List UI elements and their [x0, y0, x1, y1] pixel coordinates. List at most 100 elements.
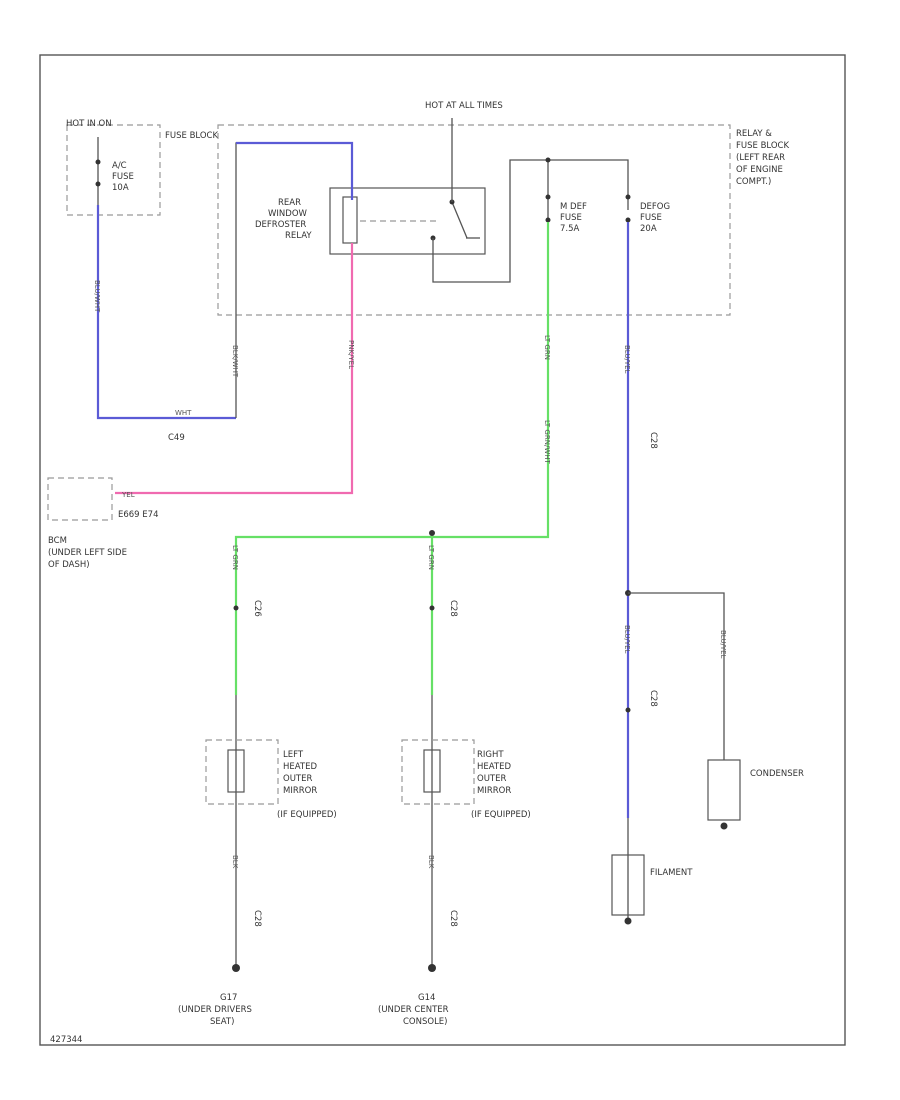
- defog-fuse-label-2: FUSE: [640, 213, 662, 223]
- mdef-fuse-label-1: M DEF: [560, 202, 587, 212]
- left-mirror-label-3: OUTER: [283, 774, 312, 784]
- g17-label-1: G17: [220, 993, 237, 1003]
- c28-left-bottom-label: C28: [252, 910, 262, 927]
- hot-at-all-times-label: HOT AT ALL TIMES: [425, 101, 503, 111]
- wire-label-ltgrn-left: LT GRN: [231, 545, 239, 570]
- c49-label: C49: [168, 433, 185, 443]
- wire-label-ltgrn-top: LT GRN: [543, 335, 551, 360]
- wire-label-bluyel-mid: BLU/YEL: [623, 625, 631, 654]
- ac-fuse-label-2: FUSE: [112, 172, 134, 182]
- bcm-box: [47, 477, 113, 521]
- fuse-block-label: FUSE BLOCK: [165, 131, 218, 141]
- bcm-label-1: BCM: [48, 536, 67, 546]
- diagram-frame: [39, 54, 846, 1046]
- c28-lower-label: C28: [648, 690, 658, 707]
- relay-label-1: REAR: [278, 198, 301, 208]
- g14-ground: [428, 964, 436, 972]
- relay-coil: [342, 196, 358, 244]
- right-mirror-label-1: RIGHT: [477, 750, 504, 760]
- black-wire-relay-coil: [235, 142, 353, 418]
- bcm-connector-label: E669 E74: [118, 510, 158, 520]
- g17-label-2: (UNDER DRIVERS: [178, 1005, 252, 1015]
- left-mirror-box: [205, 739, 279, 805]
- mdef-fuse-label-3: 7.5A: [560, 224, 580, 234]
- diagram-id: 427344: [50, 1035, 82, 1045]
- c28-right-bottom-label: C28: [448, 910, 458, 927]
- c26-label: C26: [252, 600, 262, 617]
- bcm-label-3: OF DASH): [48, 560, 90, 570]
- ac-fuse-top: [95, 159, 101, 165]
- wire-label-yel: YEL: [121, 491, 135, 499]
- blue-wire-top-segment: [236, 141, 354, 200]
- mdef-fuse-bottom: [545, 217, 551, 223]
- wire-label-bluyel-top: BLU/YEL: [623, 345, 631, 374]
- defog-fuse-top: [625, 194, 631, 200]
- g17-label-3: SEAT): [210, 1017, 234, 1027]
- relay-output-wire: [432, 159, 629, 283]
- g14-label-1: G14: [418, 993, 435, 1003]
- left-mirror-label-2: HEATED: [283, 762, 317, 772]
- defog-fuse-bottom: [625, 217, 631, 223]
- ac-fuse-bottom: [95, 181, 101, 187]
- filament-ground: [624, 917, 632, 925]
- left-mirror-label-1: LEFT: [283, 750, 304, 760]
- right-mirror-label-2: HEATED: [477, 762, 511, 772]
- relay-fuse-block-label-3: (LEFT REAR: [736, 153, 785, 163]
- right-mirror-label-4: MIRROR: [477, 786, 511, 796]
- wire-label-ltgrn-right: LT GRN: [427, 545, 435, 570]
- relay-fuse-block-box: [217, 124, 731, 316]
- filament-box: [611, 854, 645, 916]
- left-mirror-label-4: MIRROR: [283, 786, 317, 796]
- blue-wire-left: [96, 205, 236, 420]
- green-wire-main: [234, 222, 550, 695]
- relay-fuse-block-label-4: OF ENGINE: [736, 165, 783, 175]
- c28-right-label: C28: [648, 432, 658, 449]
- left-mirror-element: [227, 749, 245, 793]
- condenser-wire: [628, 592, 725, 760]
- defog-fuse-label-3: 20A: [640, 224, 657, 234]
- wire-label-bluyel-cond: BLU/YEL: [719, 630, 727, 659]
- left-mirror-label-5: (IF EQUIPPED): [277, 810, 337, 820]
- g14-label-3: CONSOLE): [403, 1017, 448, 1027]
- g17-ground: [232, 964, 240, 972]
- condenser-box: [707, 759, 741, 821]
- green-splice: [429, 530, 435, 536]
- filament-label: FILAMENT: [650, 868, 693, 878]
- fuse-block-box: [66, 124, 161, 216]
- wire-label-blkwht: BLK/WHT: [231, 345, 239, 378]
- relay-fuse-block-label-2: FUSE BLOCK: [736, 141, 789, 151]
- defog-fuse-label-1: DEFOG: [640, 202, 670, 212]
- wire-label-ltgrnwht: LT GRN/WHT: [543, 420, 551, 465]
- pink-wire: [115, 243, 354, 495]
- ac-fuse-label-1: A/C: [112, 161, 127, 171]
- relay-label-4: RELAY: [285, 231, 312, 241]
- relay-label-2: WINDOW: [268, 209, 308, 219]
- wire-label-blk-left: BLK: [231, 855, 239, 869]
- relay-label-3: DEFROSTER: [255, 220, 306, 230]
- blue-connector-dot: [625, 707, 631, 713]
- right-mirror-element: [423, 749, 441, 793]
- wire-label-blk-right: BLK: [427, 855, 435, 869]
- relay-box: [329, 187, 486, 255]
- relay-fuse-block-label-1: RELAY &: [736, 129, 772, 139]
- c28-top-label: C28: [448, 600, 458, 617]
- right-connector-dot: [429, 605, 435, 611]
- ac-fuse-label-3: 10A: [112, 183, 129, 193]
- relay-switch: [451, 201, 468, 239]
- mdef-fuse-label-2: FUSE: [560, 213, 582, 223]
- mdef-fuse-top: [545, 194, 551, 200]
- condenser-label: CONDENSER: [750, 769, 804, 779]
- splice-top: [545, 157, 551, 163]
- bcm-label-2: (UNDER LEFT SIDE: [48, 548, 127, 558]
- left-connector-dot: [233, 605, 239, 611]
- condenser-ground: [720, 822, 728, 830]
- wire-label-bluwht: BLU/WHT: [93, 280, 101, 313]
- relay-fuse-block-label-5: COMPT.): [736, 177, 771, 187]
- wire-label-wht: WHT: [175, 409, 192, 417]
- wire-label-pnkylw: PNK/YEL: [347, 340, 355, 369]
- g14-label-2: (UNDER CENTER: [378, 1005, 449, 1015]
- hot-in-on-label: HOT IN ON: [66, 119, 112, 129]
- right-mirror-box: [401, 739, 475, 805]
- right-mirror-label-5: (IF EQUIPPED): [471, 810, 531, 820]
